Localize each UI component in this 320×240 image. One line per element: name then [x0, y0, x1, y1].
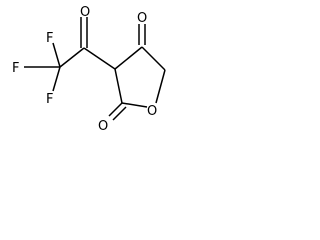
bond-ring-c3-c4 [114, 46, 143, 70]
label-ring-oxygen: O [147, 104, 157, 119]
bond-cf3-acyl-carbon [59, 47, 85, 68]
label-fluorine-bottom: F [46, 92, 53, 107]
bond-ring-c4-c5 [141, 46, 166, 71]
chemical-structure-diagram: O O F F F O O [12, 5, 166, 134]
label-ketone-oxygen-top: O [80, 5, 90, 20]
label-fluorine-left: F [12, 61, 19, 76]
bond-ring-o1-c2 [121, 102, 148, 108]
bond-cf3-f-top [52, 42, 61, 68]
bond-lactone-carbonyl-2 [112, 106, 127, 121]
bond-cf3-f-bottom [52, 66, 61, 92]
bond-ring-c2-c3 [114, 68, 123, 104]
label-lactone-carbonyl-oxygen: O [98, 119, 108, 134]
label-fluorine-top: F [46, 31, 53, 46]
bond-lactone-carbonyl-1 [108, 102, 123, 117]
bond-acyl-ring-c3 [83, 47, 116, 70]
bond-ring-c5-o1 [155, 69, 166, 104]
label-ring-ketone-oxygen: O [137, 11, 147, 26]
